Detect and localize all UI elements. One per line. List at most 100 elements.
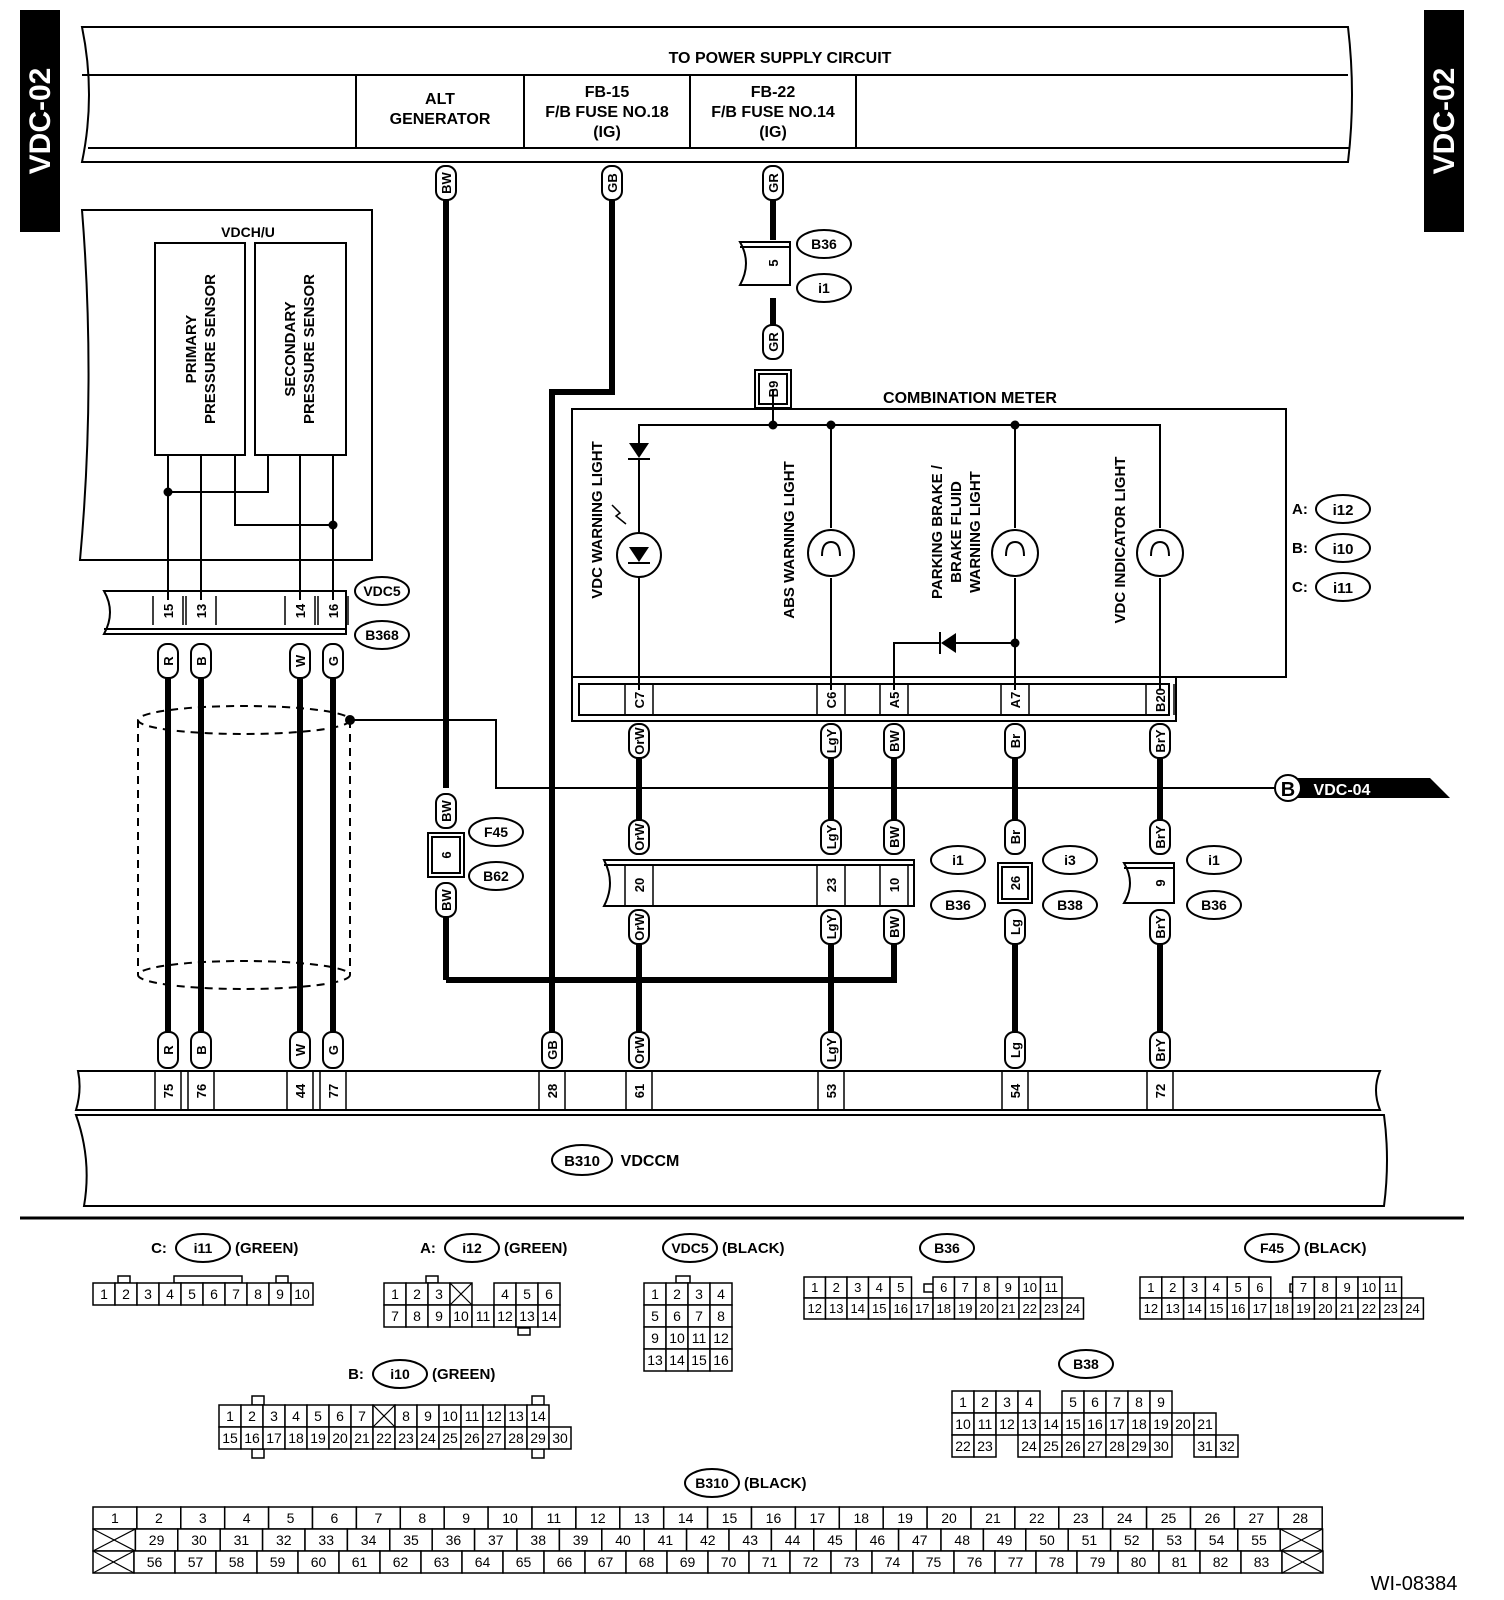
terminal-number: 2 (122, 1286, 130, 1302)
vdc-warning-light-label: VDC WARNING LIGHT (589, 441, 606, 599)
wire-color-label: GR (766, 332, 781, 352)
b36-top-label: B36 (811, 236, 837, 252)
legend-i11-oval (175, 1233, 231, 1263)
sensor-wiring (167, 455, 334, 600)
terminal-number: 2 (413, 1286, 421, 1302)
terminal-number: 47 (912, 1532, 928, 1548)
terminal-number: 32 (276, 1532, 292, 1548)
legend-i11-color: (GREEN) (235, 1240, 298, 1257)
terminal-number: 5 (188, 1286, 196, 1302)
legend-f45-oval (1244, 1233, 1300, 1263)
terminal-number: 13 (647, 1352, 663, 1368)
terminal-number: 76 (967, 1554, 983, 1570)
terminal-number: 14 (669, 1352, 685, 1368)
pin-number: B9 (766, 381, 781, 398)
power-supply-box (80, 26, 1353, 163)
terminal-number: 21 (1340, 1301, 1354, 1316)
wire-color-label: GB (605, 173, 620, 193)
connector-latch (251, 1448, 265, 1459)
meter-conn-b-oval (1315, 533, 1371, 563)
diode-icon (628, 443, 650, 460)
terminal-number: 9 (462, 1510, 470, 1526)
terminal-number: 5 (651, 1308, 659, 1324)
terminal-number: 74 (885, 1554, 901, 1570)
terminal-number: 24 (1405, 1301, 1419, 1316)
wire-color-tag (157, 1031, 179, 1069)
terminal-number: 12 (497, 1308, 513, 1324)
terminal-number: 19 (958, 1301, 972, 1316)
wire-color-tag (1149, 723, 1171, 759)
terminal-number: 61 (352, 1554, 368, 1570)
i1-mid-oval (930, 845, 986, 875)
wire-color-label: Br (1008, 830, 1023, 844)
terminal-number: 48 (954, 1532, 970, 1548)
b62-oval (468, 861, 524, 891)
wire-color-label: Br (1008, 734, 1023, 748)
terminal-number: 10 (453, 1308, 469, 1324)
terminal-number: 11 (476, 1308, 491, 1324)
terminal-number: 16 (1231, 1301, 1245, 1316)
wire-color-tag (1149, 909, 1171, 945)
terminal-number: 68 (639, 1554, 655, 1570)
terminal-number: 2 (673, 1286, 681, 1302)
terminal-number: 1 (651, 1286, 659, 1302)
terminal-number: 46 (870, 1532, 886, 1548)
wire-color-label: W (293, 654, 308, 667)
terminal-number: 32 (1219, 1438, 1235, 1454)
terminal-number: 64 (475, 1554, 491, 1570)
wire-color-label: OrW (632, 1036, 647, 1064)
wire-color-tag (820, 1031, 842, 1069)
b36-right-oval (1186, 890, 1242, 920)
legend-i12-color: (GREEN) (504, 1240, 567, 1257)
vdc04-letter: B (1281, 779, 1295, 801)
terminal-number: 50 (1039, 1532, 1055, 1548)
terminal-number: 25 (1161, 1510, 1177, 1526)
wire-color-label: LgY (824, 824, 839, 849)
terminal-number: 1 (100, 1286, 108, 1302)
terminal-number: 22 (376, 1430, 392, 1446)
terminal-number: 29 (1131, 1438, 1147, 1454)
terminal-number: 77 (1008, 1554, 1024, 1570)
terminal-number: 4 (876, 1280, 883, 1295)
terminal-number: 11 (1384, 1280, 1398, 1295)
bulb-icon (991, 529, 1039, 577)
wire-color-tag (322, 1031, 344, 1069)
splice-dot (826, 420, 836, 430)
terminal-number: 58 (229, 1554, 245, 1570)
terminal-number: 18 (1274, 1301, 1288, 1316)
terminal-number: 7 (374, 1510, 382, 1526)
wire-color-tag (435, 793, 457, 829)
blank-terminal (1281, 1550, 1324, 1574)
terminal-number: 26 (464, 1430, 480, 1446)
terminal-number: 17 (266, 1430, 282, 1446)
terminal-number: 8 (983, 1280, 990, 1295)
legend-b310-name: B310 (695, 1475, 729, 1491)
terminal-number: 9 (651, 1330, 659, 1346)
meter-conn-b-prefix: B: (1292, 540, 1308, 557)
pin-number: 20 (632, 878, 647, 892)
b36-i1-connector-top (738, 241, 791, 286)
pin-number: 54 (1008, 1083, 1023, 1098)
terminal-number: 5 (287, 1510, 295, 1526)
terminal-number: 8 (413, 1308, 421, 1324)
wire-color-label: LgY (824, 914, 839, 939)
terminal-number: 24 (420, 1430, 436, 1446)
terminal-number: 15 (1065, 1416, 1081, 1432)
pin-number: 28 (545, 1084, 560, 1098)
terminal-number: 31 (1197, 1438, 1213, 1454)
terminal-number: 2 (155, 1510, 163, 1526)
terminal-number: 2 (1169, 1280, 1176, 1295)
terminal-number: 4 (501, 1286, 509, 1302)
blank-terminal (449, 1282, 473, 1306)
wire-color-tag (1004, 723, 1026, 759)
wire-color-tag (628, 909, 650, 945)
legend-b310-color: (BLACK) (744, 1475, 806, 1492)
terminal-number: 17 (1109, 1416, 1125, 1432)
terminal-number: 29 (530, 1430, 546, 1446)
terminal-number: 18 (1131, 1416, 1147, 1432)
pin-number: 13 (194, 604, 209, 618)
terminal-number: 2 (833, 1280, 840, 1295)
